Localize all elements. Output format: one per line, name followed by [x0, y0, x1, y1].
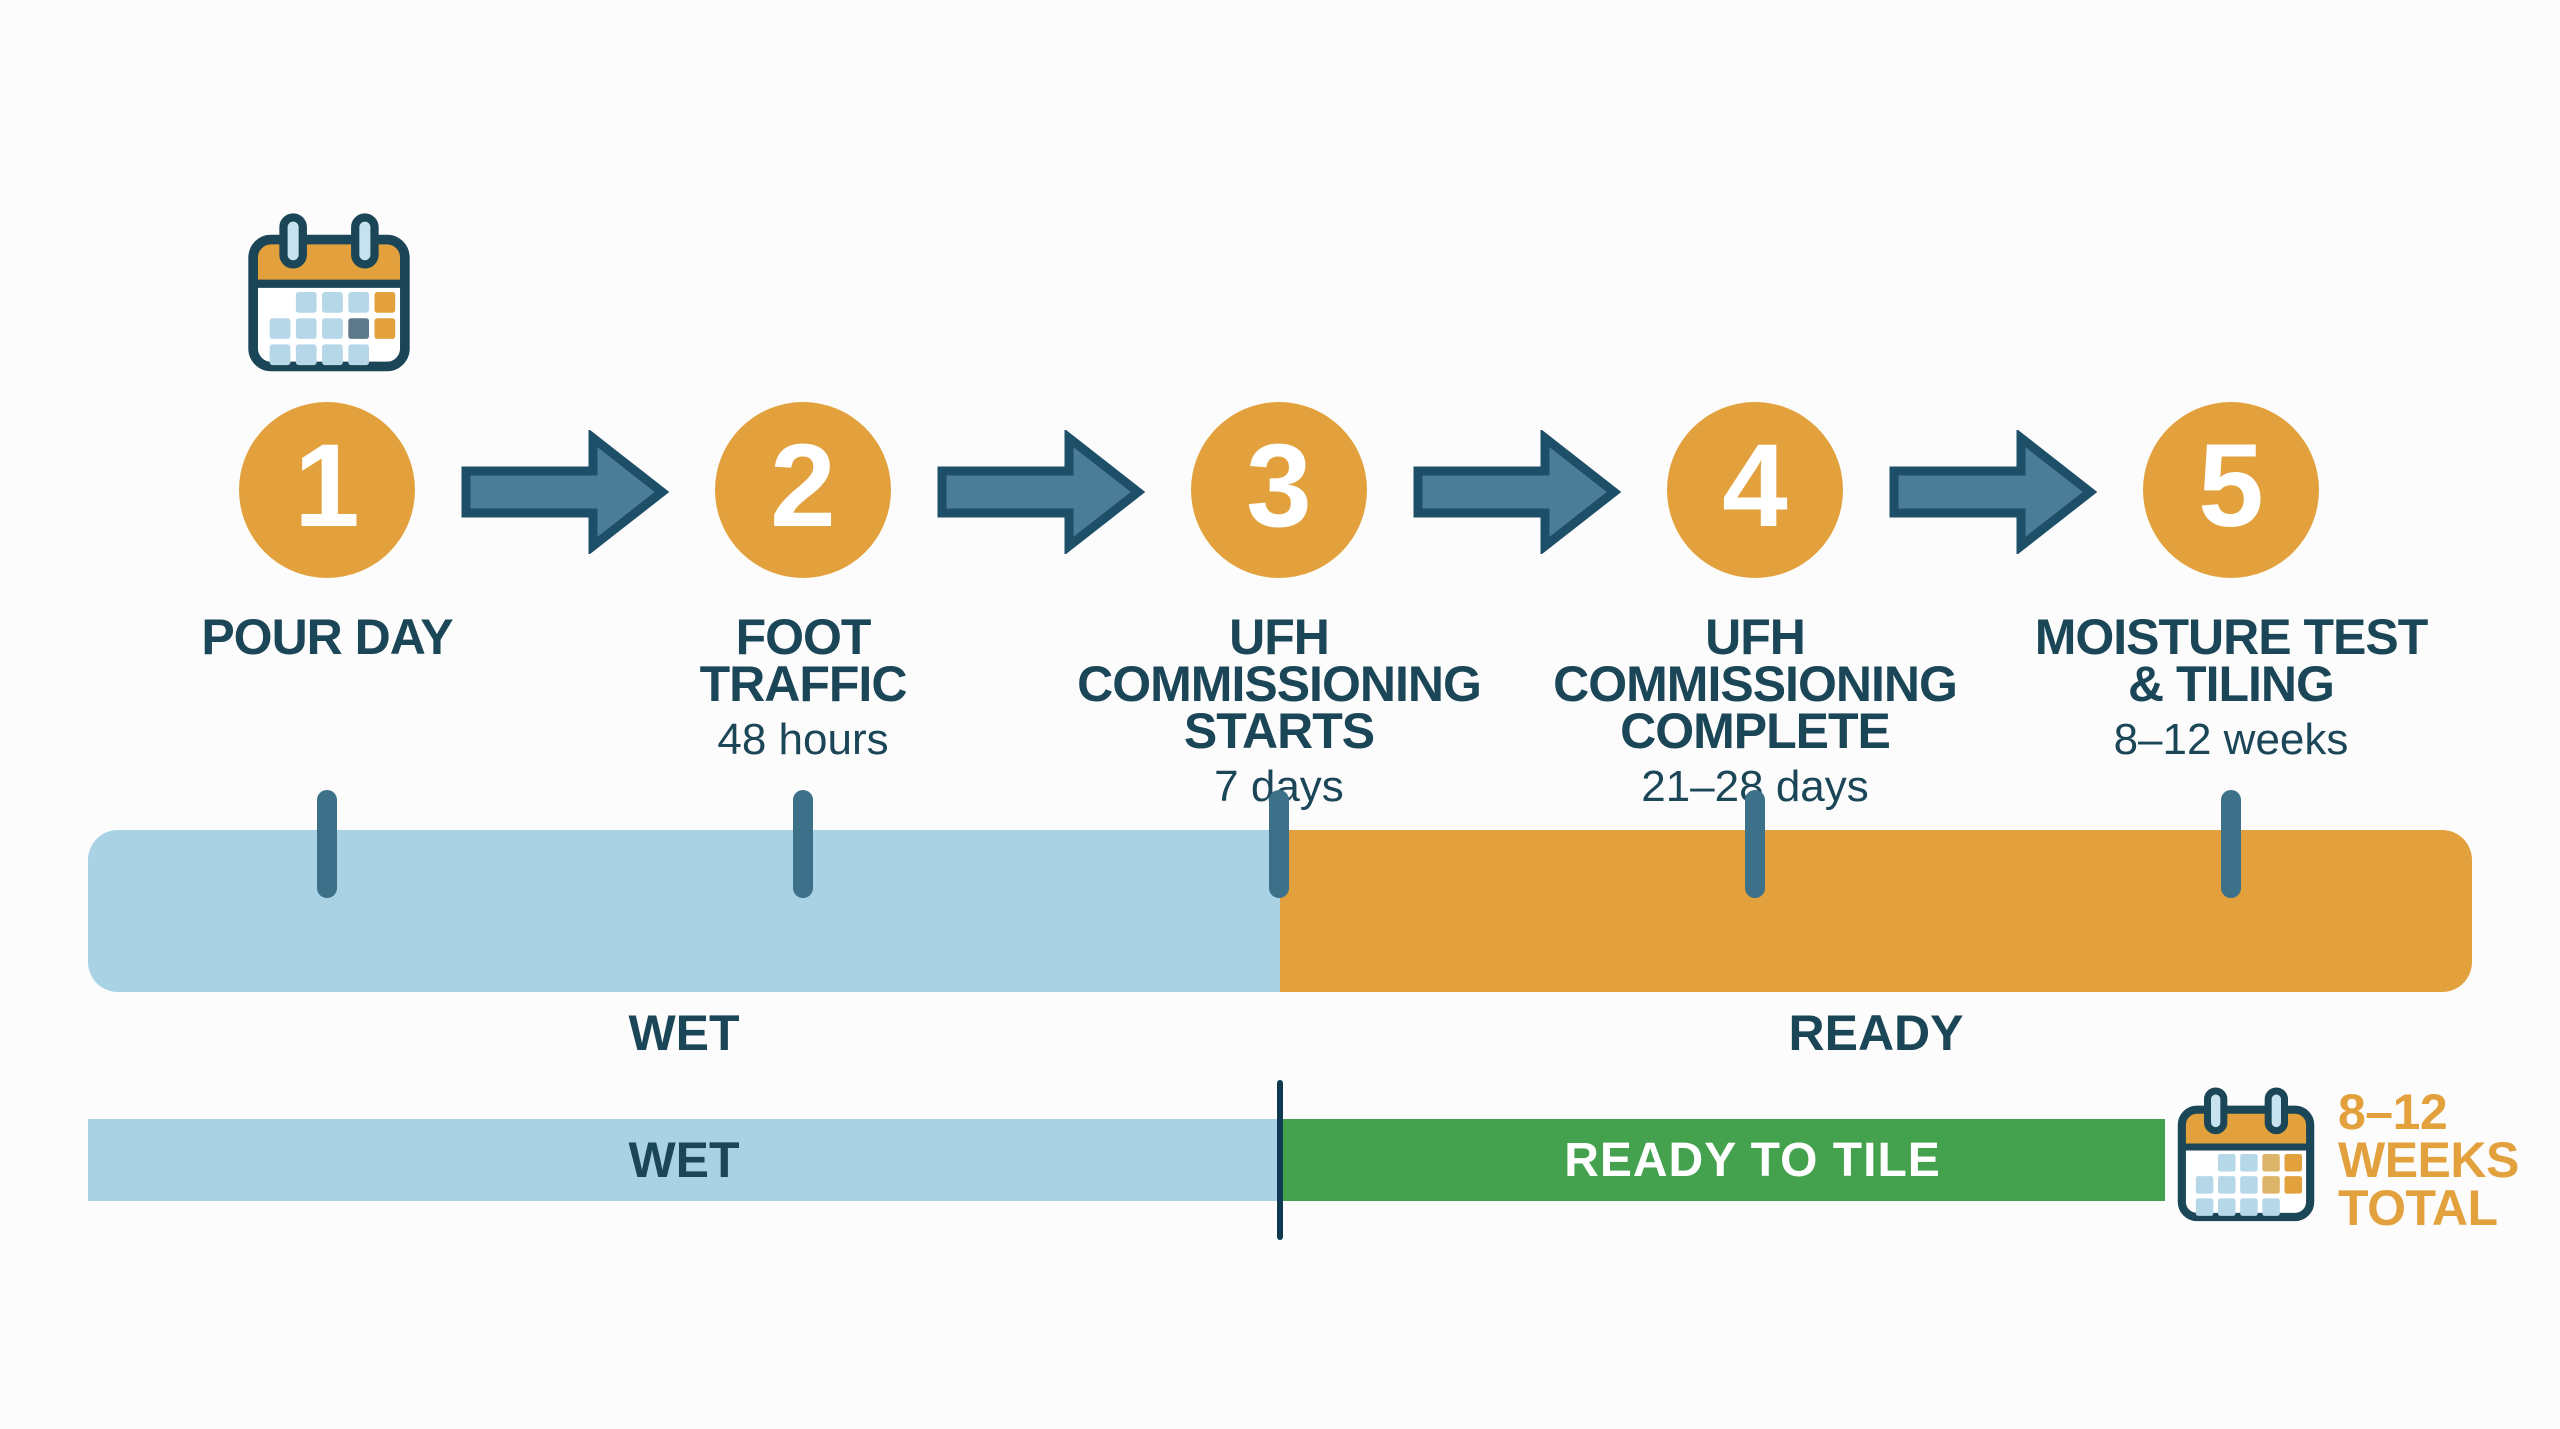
- step-5-moisture-test-tiling: 5 MOISTURE TEST & TILING 8–12 weeks: [1996, 402, 2466, 762]
- step-1-circle: 1: [239, 402, 415, 578]
- calendar-icon: [248, 213, 410, 372]
- timeline-tick-1: [317, 790, 337, 898]
- main-timeline-bar: [88, 830, 2472, 992]
- calendar-icon: [2177, 1087, 2315, 1222]
- wet-ready-divider-line: [1277, 1080, 1283, 1240]
- step-4-circle: 4: [1667, 402, 1843, 578]
- lower-bar-ready-to-tile-segment: READY TO TILE: [1280, 1119, 2165, 1201]
- step-2-subtitle: 48 hours: [717, 715, 889, 764]
- step-1-pour-day: 1 POUR DAY: [92, 402, 562, 671]
- step-4-ufh-commissioning-complete: 4 UFH COMMISSIONING COMPLETE 21–28 days: [1520, 402, 1990, 809]
- step-2-title: FOOT TRAFFIC: [699, 609, 908, 712]
- step-2-circle: 2: [715, 402, 891, 578]
- arrow-right-icon: [1889, 430, 2098, 554]
- step-3-circle: 3: [1191, 402, 1367, 578]
- step-2-number: 2: [770, 420, 836, 552]
- main-bar-wet-label: WET: [628, 1005, 740, 1061]
- step-3-subtitle: 7 days: [1214, 762, 1344, 811]
- total-duration-label: 8–12 WEEKS TOTAL: [2338, 1084, 2519, 1236]
- step-5-number: 5: [2198, 420, 2264, 552]
- lower-timeline-bar: WET READY TO TILE: [88, 1119, 2165, 1201]
- arrow-right-icon: [1413, 430, 1622, 554]
- step-4-subtitle: 21–28 days: [1641, 762, 1869, 811]
- step-5-circle: 5: [2143, 402, 2319, 578]
- step-2-foot-traffic: 2 FOOT TRAFFIC 48 hours: [568, 402, 1038, 762]
- lower-bar-wet-segment: WET: [88, 1119, 1280, 1201]
- timeline-tick-4: [1745, 790, 1765, 898]
- main-bar-wet-segment: [88, 830, 1280, 992]
- arrow-right-icon: [937, 430, 1146, 554]
- timeline-tick-5: [2221, 790, 2241, 898]
- main-bar-ready-segment: [1280, 830, 2472, 992]
- arrow-right-icon: [461, 430, 670, 554]
- step-3-title: UFH COMMISSIONING STARTS: [1077, 609, 1482, 759]
- step-4-number: 4: [1722, 420, 1788, 552]
- step-1-title: POUR DAY: [201, 609, 453, 665]
- timeline-tick-2: [793, 790, 813, 898]
- step-3-ufh-commissioning-starts: 3 UFH COMMISSIONING STARTS 7 days: [1044, 402, 1514, 809]
- main-bar-ready-label: READY: [1788, 1005, 1964, 1061]
- step-1-number: 1: [294, 420, 360, 552]
- step-5-title: MOISTURE TEST & TILING: [2034, 609, 2429, 712]
- step-4-title: UFH COMMISSIONING COMPLETE: [1553, 609, 1958, 759]
- step-5-subtitle: 8–12 weeks: [2113, 715, 2349, 764]
- timeline-tick-3: [1269, 790, 1289, 898]
- step-3-number: 3: [1246, 420, 1312, 552]
